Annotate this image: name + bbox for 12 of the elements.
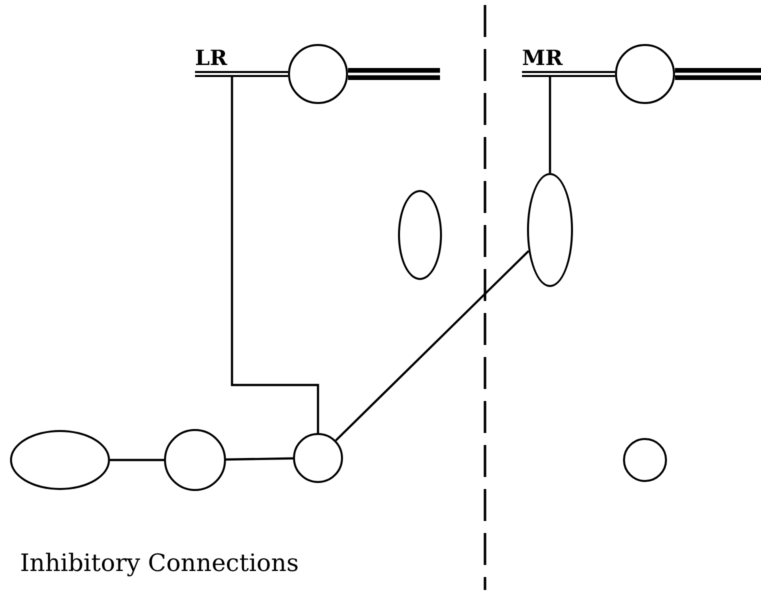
circle-node bbox=[293, 433, 343, 483]
connector-line bbox=[548, 77, 552, 173]
circle-node bbox=[623, 438, 667, 482]
double-line bbox=[346, 68, 442, 80]
connector-line bbox=[230, 77, 320, 433]
connector-line bbox=[335, 250, 530, 442]
bus-label: MR bbox=[522, 47, 563, 69]
connector-line bbox=[110, 458, 164, 462]
caption: Inhibitory Connections bbox=[20, 548, 299, 578]
connector-line bbox=[226, 457, 294, 461]
bus-label: LR bbox=[195, 47, 228, 69]
double-line bbox=[672, 68, 761, 80]
